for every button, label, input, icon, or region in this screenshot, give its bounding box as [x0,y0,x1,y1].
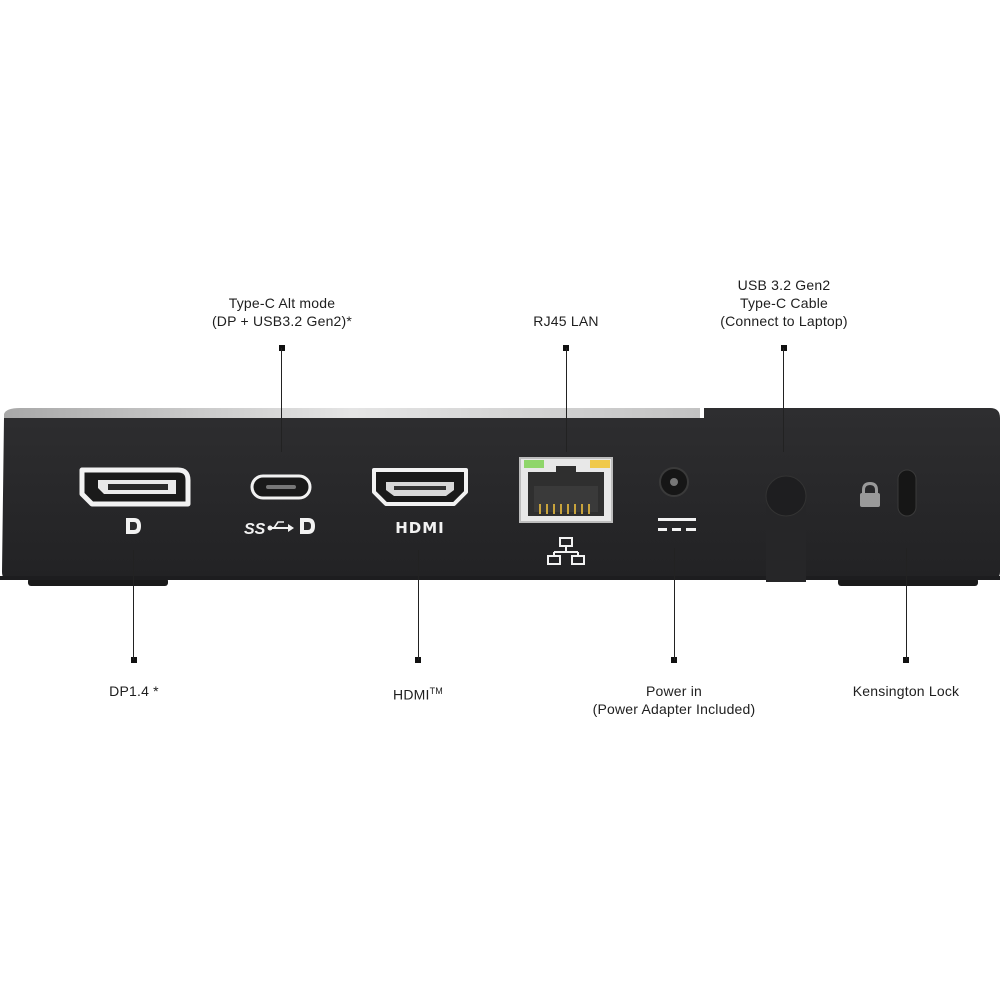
label-hdmi-tm: TM [429,686,443,696]
superspeed-usb-icon: SS [244,521,294,538]
callout-power-line [674,548,675,660]
label-usb-cable-line1: USB 3.2 Gen2 [737,277,831,293]
device-body [2,408,1000,580]
rj45-port [519,457,613,523]
device-top-edge [4,408,700,420]
network-icon [547,537,585,565]
callout-kensington-line [906,548,907,660]
callout-dp-line [133,550,134,660]
label-typec-alt-mode: Type-C Alt mode (DP + USB3.2 Gen2)* [212,294,352,330]
dc-power-icon [658,518,696,531]
dc-power-jack [659,467,689,497]
lock-icon [860,482,880,507]
label-rj45-text: RJ45 LAN [533,313,599,329]
callout-typec-line [281,348,282,452]
label-usb-cable-line3: (Connect to Laptop) [720,313,848,329]
label-power: Power in (Power Adapter Included) [593,682,756,718]
callout-usbcable-line [783,348,784,452]
label-typec-alt-line1: Type-C Alt mode [228,295,336,311]
label-usb-cable: USB 3.2 Gen2 Type-C Cable (Connect to La… [720,276,848,330]
label-dp-text: DP1.4 * [109,683,159,699]
hdmi-port [372,468,468,506]
kensington-slot [897,469,917,517]
label-usb-cable-line2: Type-C Cable [739,295,828,311]
type-c-cable [765,475,807,582]
svg-text:SS: SS [244,521,266,538]
label-dp: DP1.4 * [109,682,159,700]
usb-c-port [250,474,312,500]
callout-hdmi-dot [415,657,421,663]
label-power-line2: (Power Adapter Included) [592,701,756,717]
callout-rj45-line [566,348,567,452]
label-typec-alt-line2: (DP + USB3.2 Gen2)* [211,313,353,329]
displayport-port [79,467,191,507]
displayport-small-icon [300,518,315,534]
label-kensington: Kensington Lock [853,682,960,700]
callout-hdmi-line [418,550,419,660]
label-power-line1: Power in [645,683,703,699]
label-hdmi: HDMITM [393,682,443,704]
callout-kensington-dot [903,657,909,663]
hdmi-logo: HDMI [395,519,445,537]
device-bottom-band [0,576,1000,580]
callout-power-dot [671,657,677,663]
label-hdmi-text: HDMI [393,686,430,703]
label-rj45: RJ45 LAN [533,312,598,330]
displayport-icon [126,518,141,534]
callout-dp-dot [131,657,137,663]
label-hdmi-wrap: HDMITM [393,682,443,704]
label-kensington-text: Kensington Lock [852,683,960,699]
callout-usbcable-dot [781,345,787,351]
callout-typec-dot [279,345,285,351]
